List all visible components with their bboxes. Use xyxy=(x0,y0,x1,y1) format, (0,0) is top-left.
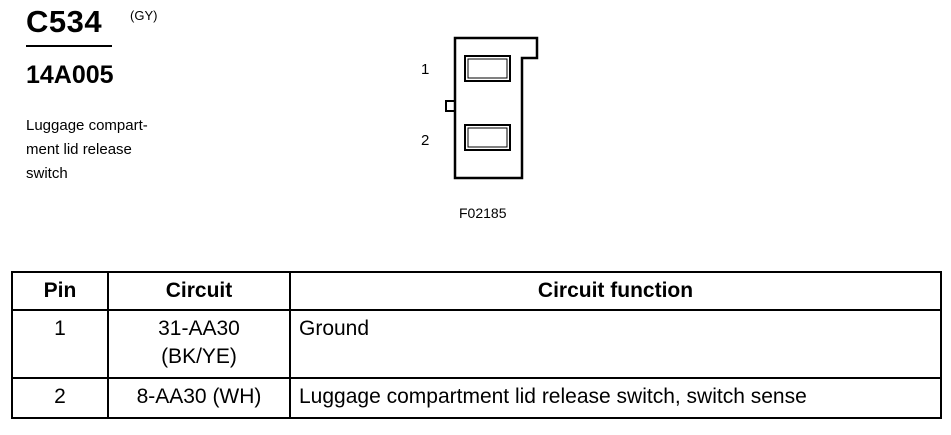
pin-label-2: 2 xyxy=(421,132,429,149)
connector-description: Luggage compart- ment lid release switch xyxy=(26,114,196,186)
connector-id: C534 xyxy=(26,4,103,39)
pin-cavity-2 xyxy=(464,124,511,151)
table-row: 1 31-AA30 (BK/YE) Ground xyxy=(11,309,942,379)
pin-table: Pin Circuit Circuit function 1 31-AA30 (… xyxy=(11,271,942,419)
circuit-line: 8-AA30 (WH) xyxy=(136,385,262,408)
pin-cavity-1-inner xyxy=(467,58,508,79)
header-pin: Pin xyxy=(11,271,109,311)
cell-circuit: 31-AA30 (BK/YE) xyxy=(107,309,291,379)
connector-id-underline xyxy=(26,45,112,47)
circuit-line: 31-AA30 xyxy=(158,317,240,340)
cell-function: Luggage compartment lid release switch, … xyxy=(289,377,942,419)
part-number: 14A005 xyxy=(26,61,114,89)
table-header-row: Pin Circuit Circuit function xyxy=(11,271,942,311)
cell-function: Ground xyxy=(289,309,942,379)
description-line: switch xyxy=(26,165,68,182)
connector-color-code: (GY) xyxy=(130,8,158,23)
cell-pin: 1 xyxy=(11,309,109,379)
connector-body-outline xyxy=(453,36,539,180)
cell-circuit: 8-AA30 (WH) xyxy=(107,377,291,419)
pin-cavity-2-inner xyxy=(467,127,508,148)
description-line: ment lid release xyxy=(26,141,132,158)
header-circuit-function: Circuit function xyxy=(289,271,942,311)
description-line: Luggage compart- xyxy=(26,117,148,134)
header-circuit: Circuit xyxy=(107,271,291,311)
circuit-line: (BK/YE) xyxy=(161,345,237,368)
pin-label-1: 1 xyxy=(421,61,429,78)
pin-cavity-1 xyxy=(464,55,511,82)
figure-id: F02185 xyxy=(459,205,507,221)
table-row: 2 8-AA30 (WH) Luggage compartment lid re… xyxy=(11,377,942,419)
connector-face-diagram: 1 2 xyxy=(421,36,539,180)
connector-latch xyxy=(445,100,456,112)
cell-pin: 2 xyxy=(11,377,109,419)
